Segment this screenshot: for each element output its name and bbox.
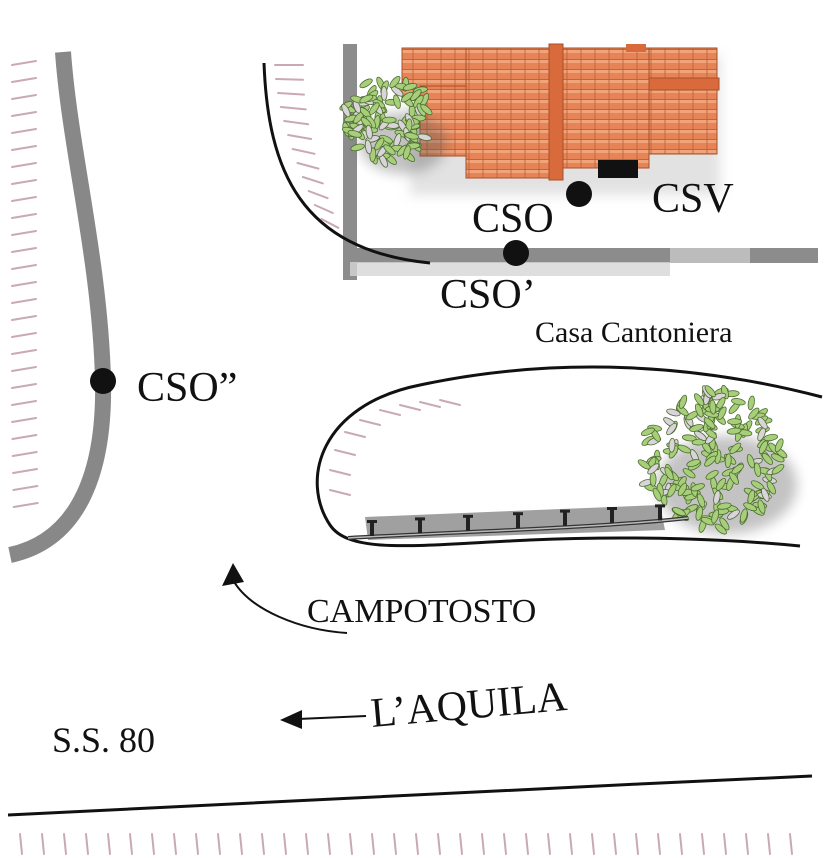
- roof-icon: [401, 43, 720, 195]
- label-casa-cantoniera: Casa Cantoniera: [535, 316, 732, 349]
- station-marker-icon: [90, 368, 116, 394]
- label-cso-double-prime: CSO”: [137, 365, 237, 411]
- house-slope-ticks: [274, 64, 340, 229]
- left-road: [8, 51, 112, 563]
- label-csv: CSV: [652, 176, 734, 222]
- house-road: [343, 44, 818, 280]
- label-laquila: L’AQUILA: [369, 674, 570, 737]
- tree-icon: [339, 75, 447, 174]
- station-marker-icon: [566, 181, 592, 207]
- main-road-edge: [7, 774, 813, 817]
- left-slope-ticks: [11, 60, 39, 508]
- label-cso: CSO: [472, 196, 554, 242]
- house-embankment-curve: [262, 62, 431, 265]
- label-cso-prime: CSO’: [440, 272, 536, 318]
- label-campotosto: CAMPOTOSTO: [307, 593, 536, 630]
- arrow-icon: [222, 563, 348, 634]
- arrow-icon: [280, 710, 367, 729]
- bottom-slope-ticks: [19, 833, 793, 855]
- station-marker-icon: [503, 240, 529, 266]
- label-road-ss80: S.S. 80: [52, 720, 155, 760]
- loop-road-outline: [315, 365, 823, 548]
- guardrail-icon: [347, 504, 689, 540]
- loop-slope-ticks: [329, 399, 461, 496]
- tree-icon: [637, 384, 797, 535]
